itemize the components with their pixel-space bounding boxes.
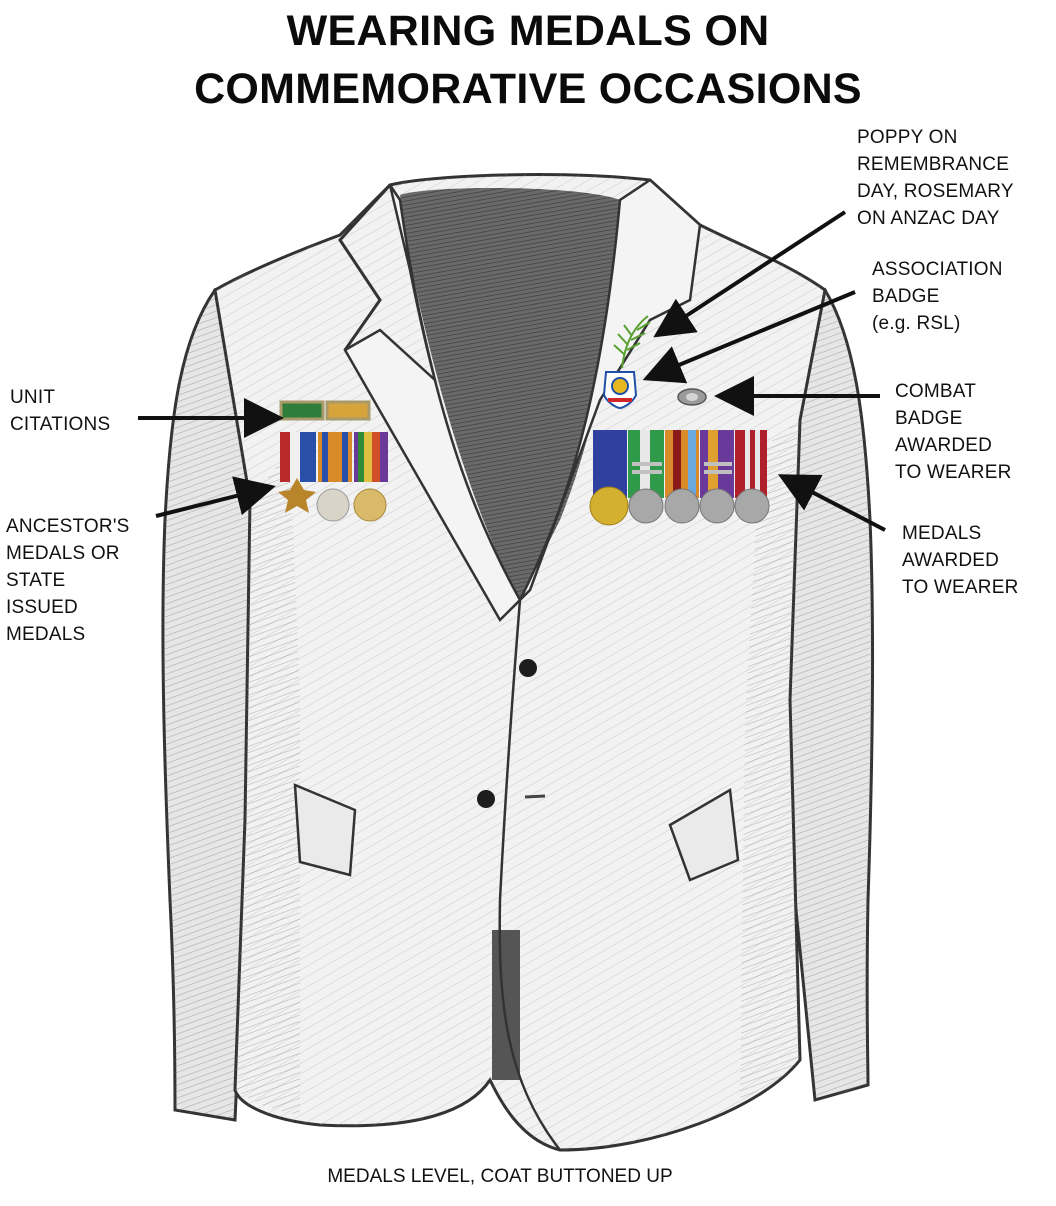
button-lower [477, 790, 495, 808]
ancestors-medals-group [278, 432, 388, 522]
ancestors-medals-arrow [155, 476, 276, 518]
footer-caption: MEDALS LEVEL, COAT BUTTONED UP [327, 1166, 673, 1187]
left-pocket-flap [293, 783, 357, 877]
poppy-arrow [653, 210, 847, 338]
unit-citation-bars [279, 400, 371, 421]
right-lapel [518, 178, 702, 601]
poppy-rosemary-label: POPPY ON REMEMBRANCE DAY, ROSEMARY ON AN… [857, 127, 1014, 229]
association-badge-arrow [642, 290, 856, 384]
page-title-line-1: WEARING MEDALS ON [286, 7, 770, 55]
wearer-medals-group [589, 430, 770, 526]
association-badge-label: ASSOCIATION BADGE (e.g. RSL) [872, 259, 1003, 334]
page-title-line-2: COMMEMORATIVE OCCASIONS [194, 65, 862, 113]
combat-badge [677, 388, 707, 406]
rosemary-sprig [613, 315, 651, 369]
button-upper [519, 659, 537, 677]
ancestors-medals-label: ANCESTOR'S MEDALS OR STATE ISSUED MEDALS [6, 516, 130, 645]
unit-citations-label: UNIT CITATIONS [10, 387, 111, 435]
rsl-badge [602, 371, 638, 410]
combat-badge-label: COMBAT BADGE AWARDED TO WEARER [895, 381, 1012, 483]
callout-arrows [138, 210, 886, 532]
right-pocket-flap [668, 787, 740, 882]
buttonhole [524, 794, 546, 799]
medals-awarded-label: MEDALS AWARDED TO WEARER [902, 523, 1019, 598]
front-opening-line [498, 599, 561, 1151]
medals-awarded-arrow [777, 474, 886, 532]
